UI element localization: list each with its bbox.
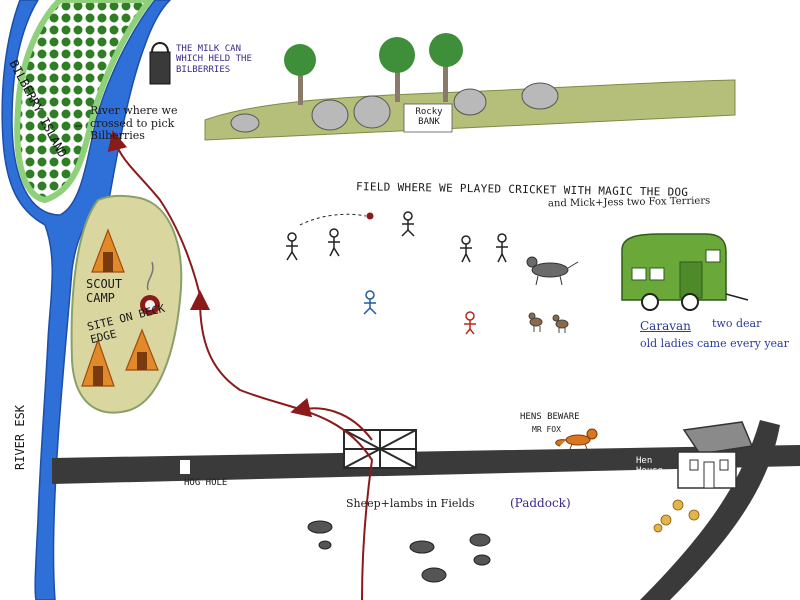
person-icon (460, 235, 472, 263)
paddock-label: (Paddock) (510, 496, 571, 510)
person-icon (328, 228, 340, 257)
person-icon (401, 211, 415, 237)
side-lane (640, 420, 780, 600)
caravan-note-1: two dear (712, 317, 762, 330)
sheep-fields-label: Sheep+lambs in Fields (346, 497, 475, 510)
dog-icon (526, 256, 579, 286)
river-esk-label: RIVER ESK (13, 404, 27, 470)
sheep-icon (307, 520, 491, 583)
walking-path (190, 290, 374, 600)
person-icon (286, 232, 298, 261)
dog-icon (552, 314, 569, 333)
scout-camp-label: SCOUT CAMP (86, 277, 123, 305)
tent-icon (81, 338, 115, 387)
walking-path (290, 397, 373, 441)
caravan-icon (621, 233, 749, 311)
hens-beware-label: HENS BEWARE (520, 412, 580, 422)
person-icon (363, 290, 377, 315)
person-icon (496, 233, 508, 263)
caravan-note-2: old ladies came every year (640, 337, 789, 350)
mr-fox-label: MR FOX (532, 425, 561, 434)
tree-icon (379, 37, 415, 102)
fox-icon (555, 428, 598, 450)
hen-house-icon (677, 421, 754, 489)
tree-icon (429, 33, 463, 102)
rocky-bank-box (403, 103, 453, 133)
tent-icon (125, 328, 159, 371)
hen-house-label: Hen House (636, 456, 664, 477)
milk-can-icon (149, 42, 171, 85)
walking-path (107, 130, 203, 306)
gate-icon (343, 429, 417, 469)
river-crossing-label: River where we crossed to pick Bilberrie… (90, 104, 178, 143)
tent-icon (91, 228, 125, 273)
bilberry-island (14, 0, 154, 204)
hog-hole-label: HOG HOLE (184, 478, 228, 488)
rocky-bank-label: Rocky BANK (415, 107, 443, 128)
hen-icon (653, 499, 700, 533)
tree-icon (284, 44, 316, 105)
caravan-label: Caravan (640, 319, 691, 333)
cricket-ball-icon (366, 212, 374, 220)
campfire-icon (140, 261, 160, 315)
ball-trajectory (299, 213, 367, 226)
lane (52, 445, 800, 484)
hog-hole (180, 460, 190, 474)
rock-icon (230, 82, 559, 133)
milk-can-label: THE MILK CAN WHICH HELD THE BILBERRIES (176, 44, 252, 75)
person-icon (464, 311, 476, 335)
dog-icon (528, 312, 543, 332)
